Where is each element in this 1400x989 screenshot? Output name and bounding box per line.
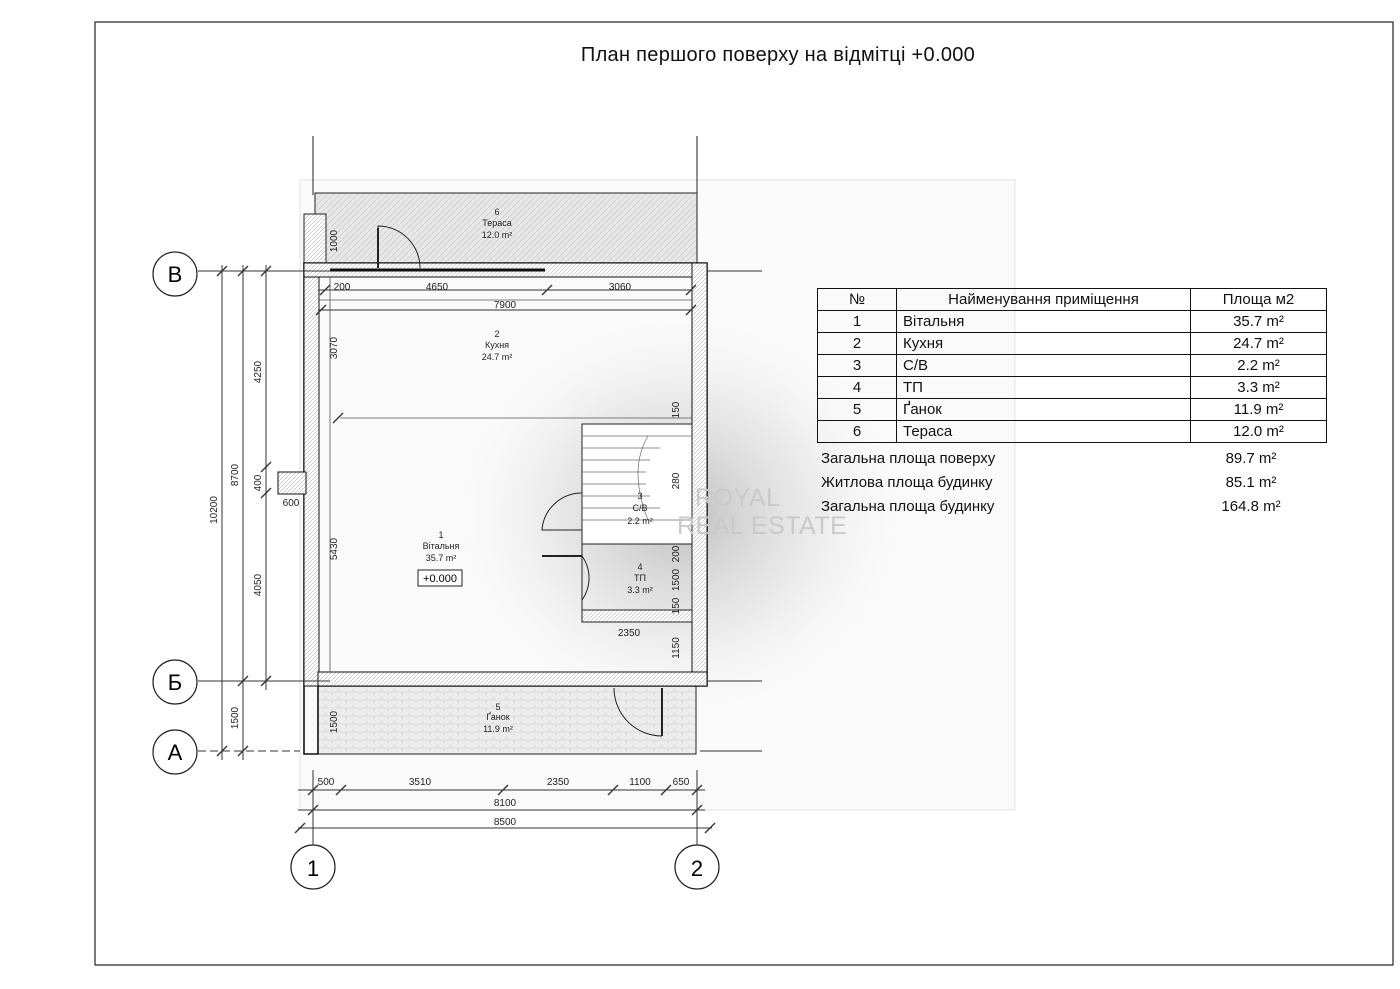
table-row: 5 Ґанок 11.9 m² (817, 398, 1327, 421)
dim-stair: 280 (671, 472, 682, 489)
cell-number: 6 (817, 420, 897, 443)
dim-bottom: 3510 (409, 777, 432, 788)
dim-top: 200 (334, 282, 351, 293)
dim-stair: 150 (671, 401, 682, 418)
table-header-row: № Найменування приміщення Площа м2 (817, 288, 1327, 311)
cell-name: ТП (896, 376, 1191, 399)
total-value: 85.1 m² (1225, 473, 1277, 491)
dim-left: 4250 (253, 360, 264, 383)
total-label: Загальна площа будинку (821, 497, 995, 515)
total-row: Загальна площа поверху 89.7 m² (821, 446, 1311, 470)
room-no: 2 (494, 329, 499, 339)
cell-number: 4 (817, 376, 897, 399)
dim-top: 7900 (494, 300, 517, 311)
room-area: 3.3 m² (627, 585, 653, 595)
level-mark: +0.000 (423, 573, 457, 585)
dim-stair: 150 (671, 597, 682, 614)
room-no: 4 (637, 562, 642, 572)
axis-label-row: А (168, 740, 183, 765)
dim-stair: 2350 (618, 628, 641, 639)
total-row: Загальна площа будинку 164.8 m² (821, 494, 1311, 518)
dim-left: 600 (283, 498, 300, 509)
room-name: Вітальня (423, 541, 460, 551)
dim-stair: 1500 (671, 568, 682, 591)
room-name: Кухня (485, 340, 509, 350)
axis-label-row: В (168, 262, 183, 287)
cell-number: 5 (817, 398, 897, 421)
dim-stair: 200 (671, 545, 682, 562)
dim-bottom: 1100 (629, 777, 651, 788)
room-no: 1 (438, 530, 443, 540)
dim-bottom: 2350 (547, 777, 570, 788)
room-area: 35.7 m² (426, 553, 457, 563)
dim-left: 400 (253, 474, 264, 491)
dim-bottom: 8100 (494, 798, 517, 809)
dim-inner: 1500 (329, 710, 340, 733)
room-name: ТП (634, 573, 646, 583)
cell-number: 1 (817, 310, 897, 333)
room-no: 5 (495, 702, 500, 712)
dim-bottom: 8500 (494, 817, 517, 828)
room-no: 6 (494, 207, 499, 217)
cell-name: С/В (896, 354, 1191, 377)
table-row: 2 Кухня 24.7 m² (817, 332, 1327, 355)
total-label: Загальна площа поверху (821, 449, 996, 467)
axis-label-row: Б (168, 670, 182, 695)
dim-left: 4050 (253, 573, 264, 596)
dim-bottom: 500 (318, 777, 335, 788)
dim-stair: 1150 (671, 637, 682, 659)
area-totals: Загальна площа поверху 89.7 m² Житлова п… (821, 446, 1311, 518)
cell-area: 2.2 m² (1190, 354, 1327, 377)
total-row: Житлова площа будинку 85.1 m² (821, 470, 1311, 494)
table-row: 1 Вітальня 35.7 m² (817, 310, 1327, 333)
total-value: 164.8 m² (1221, 497, 1281, 515)
cell-name: Тераса (896, 420, 1191, 443)
cell-area: 11.9 m² (1190, 398, 1327, 421)
watermark: ROYAL REAL ESTATE (677, 484, 847, 540)
total-value: 89.7 m² (1225, 449, 1277, 467)
dim-left: 8700 (230, 463, 241, 486)
dim-left: 10200 (209, 496, 220, 524)
cell-number: 3 (817, 354, 897, 377)
watermark-line: ROYAL (695, 484, 781, 512)
watermark-line: REAL ESTATE (677, 512, 848, 540)
table-row: 6 Тераса 12.0 m² (817, 420, 1327, 443)
cell-area: 12.0 m² (1190, 420, 1327, 443)
header-number: № (817, 288, 897, 311)
dim-inner: 1000 (329, 229, 340, 252)
room-name: Тераса (482, 218, 512, 228)
cell-name: Ґанок (896, 398, 1191, 421)
cell-name: Кухня (896, 332, 1191, 355)
dim-top: 3060 (609, 282, 632, 293)
room-schedule-table: № Найменування приміщення Площа м2 1 Віт… (817, 288, 1327, 443)
room-no: 3 (637, 491, 642, 501)
dim-bottom: 650 (673, 777, 690, 788)
table-row: 3 С/В 2.2 m² (817, 354, 1327, 377)
header-area: Площа м2 (1190, 288, 1327, 311)
cell-area: 24.7 m² (1190, 332, 1327, 355)
room-name: Ґанок (486, 711, 509, 722)
page-title: План першого поверху на відмітці +0.000 (580, 44, 976, 66)
axis-label-column: 1 (307, 856, 319, 881)
header-name: Найменування приміщення (896, 288, 1191, 311)
axis-label-column: 2 (691, 856, 703, 881)
dim-inner: 3070 (329, 336, 340, 359)
room-area: 11.9 m² (483, 724, 513, 734)
dim-inner: 5430 (329, 537, 340, 560)
dim-left: 1500 (230, 706, 241, 729)
room-area: 24.7 m² (482, 352, 513, 362)
room-area: 2.2 m² (627, 516, 653, 526)
room-area: 12.0 m² (482, 230, 513, 240)
cell-number: 2 (817, 332, 897, 355)
cell-name: Вітальня (896, 310, 1191, 333)
room-name: С/В (632, 503, 647, 513)
total-label: Житлова площа будинку (821, 473, 993, 491)
dim-top: 4650 (426, 282, 449, 293)
cell-area: 35.7 m² (1190, 310, 1327, 333)
table-row: 4 ТП 3.3 m² (817, 376, 1327, 399)
cell-area: 3.3 m² (1190, 376, 1327, 399)
